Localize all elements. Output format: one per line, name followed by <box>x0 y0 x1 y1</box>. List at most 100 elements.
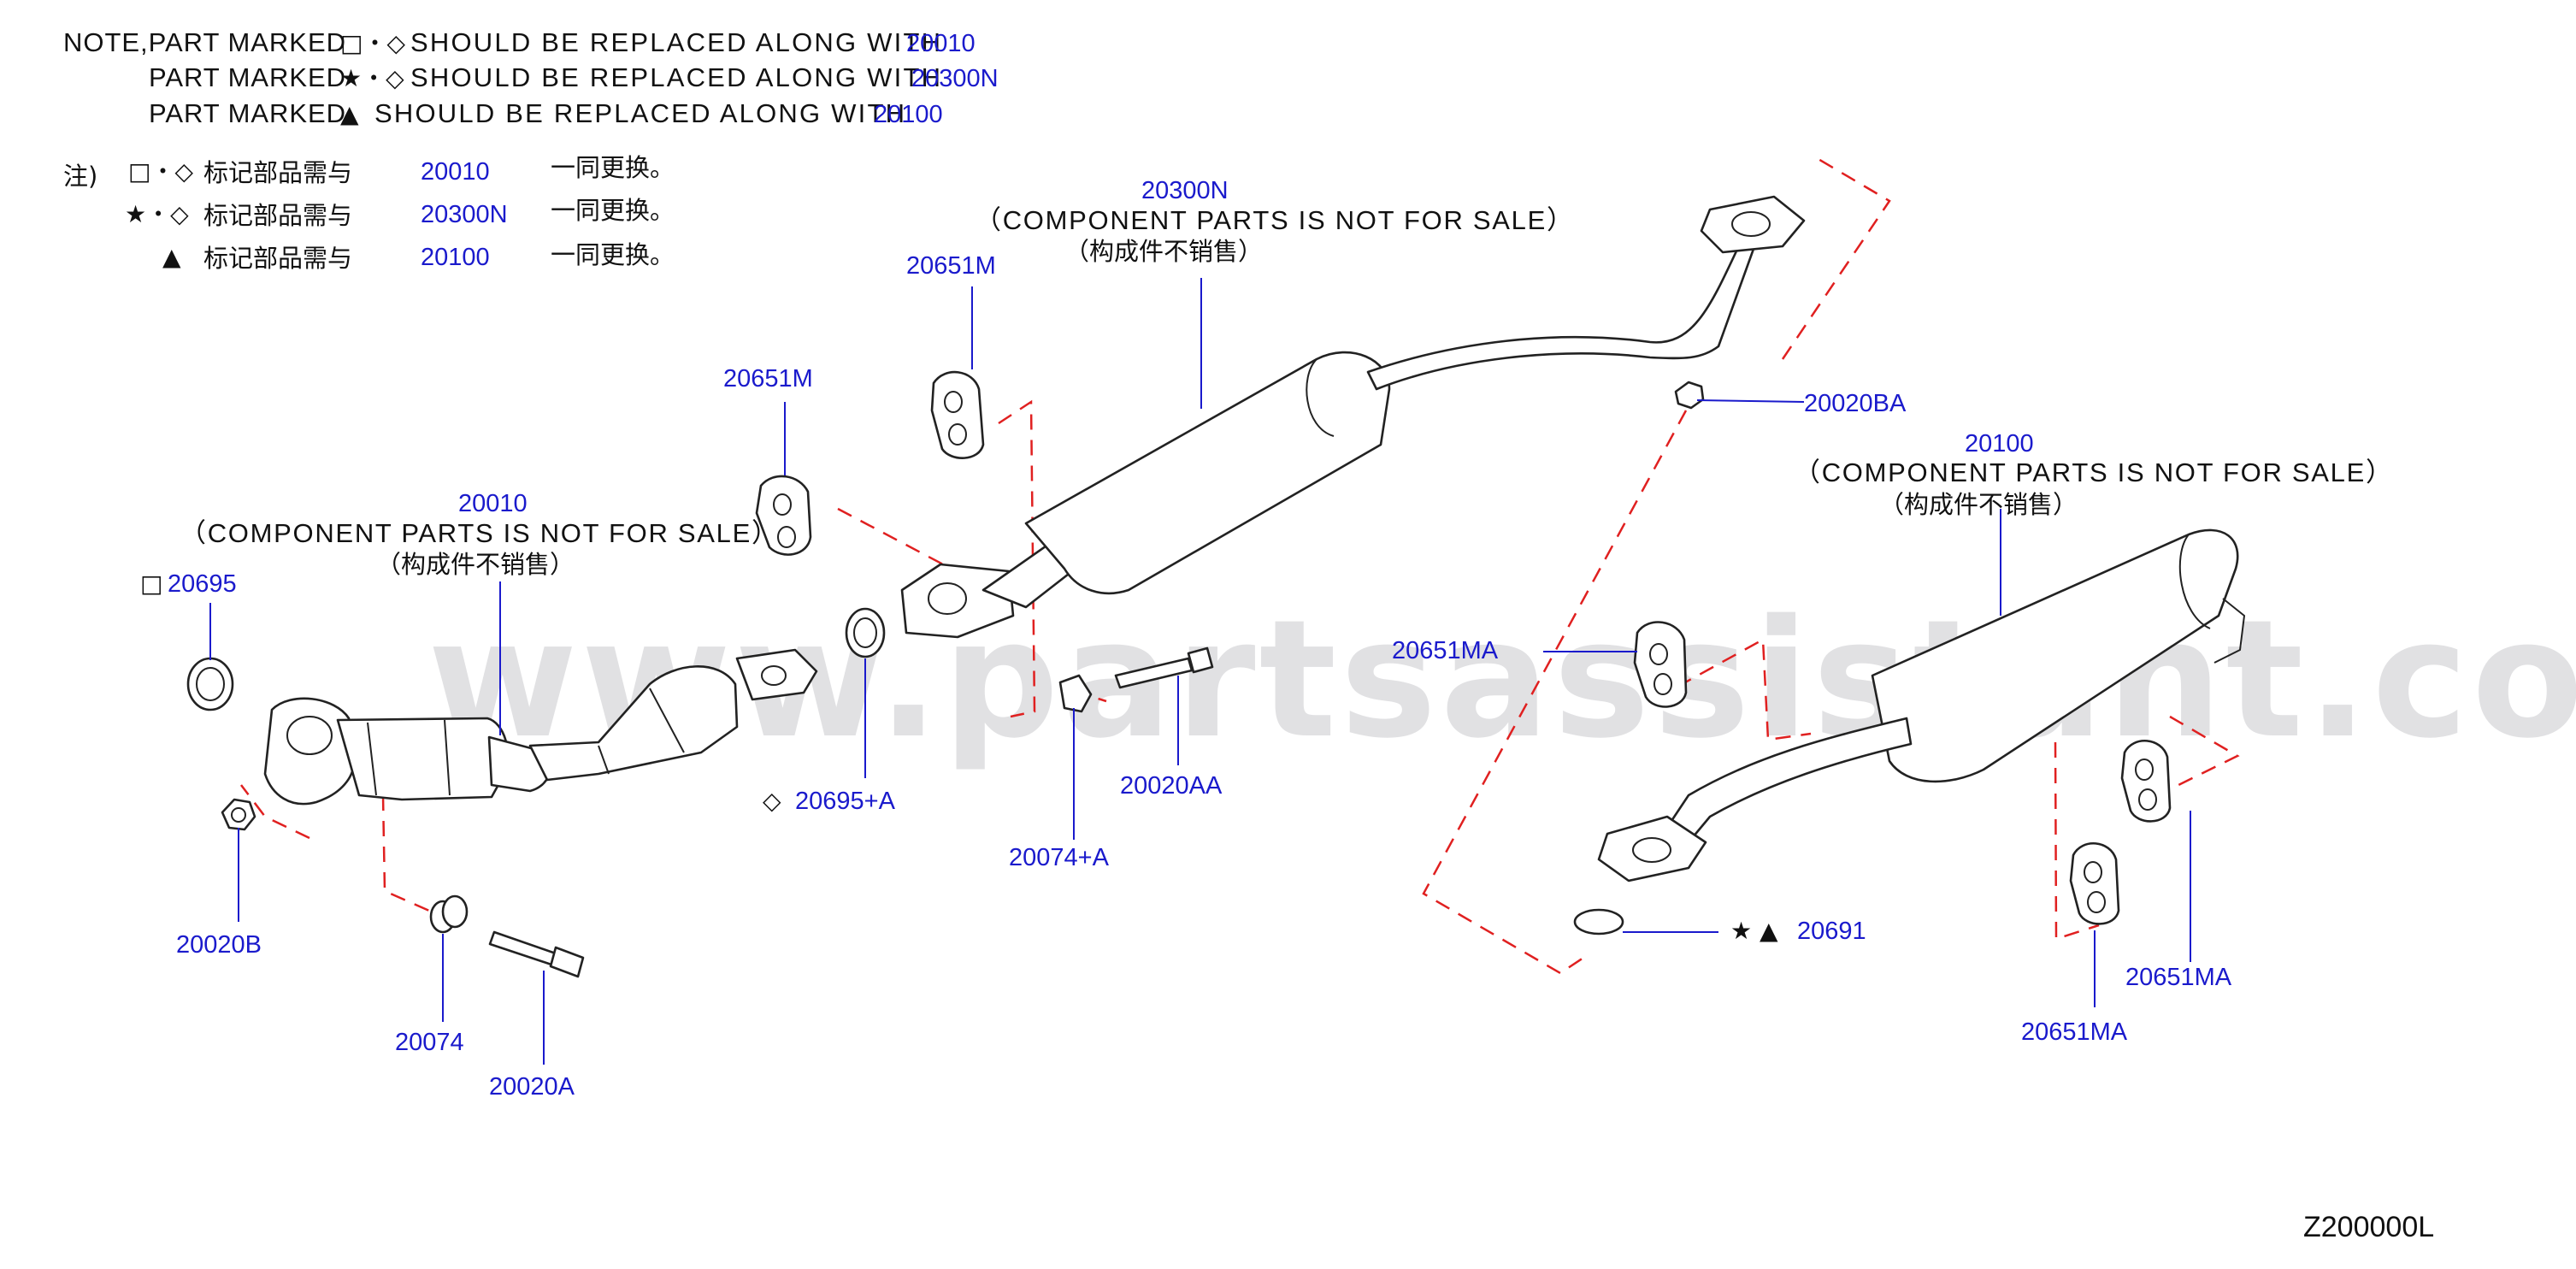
note-cn-line2-symbols: ★・◇ <box>125 200 189 228</box>
group-rear-number: 20100 <box>1965 430 2034 457</box>
group-front-note-cn: （构成件不销售） <box>376 550 575 579</box>
hanger-20651M-top <box>930 370 985 459</box>
rear-muffler <box>1573 528 2246 936</box>
plug-20074 <box>429 894 469 934</box>
callout-20695A-symbol: ◇ <box>763 787 781 815</box>
hanger-20651M-left <box>755 475 812 556</box>
leader-lines <box>209 278 2191 1065</box>
note-en-line1-symbols: □・◇ <box>340 29 405 57</box>
hanger-20651MA-bottom <box>2069 841 2120 925</box>
note-chinese: 注) □・◇ 标记部品需与 20010 一同更换。 ★・◇ 标记部品需与 203… <box>63 153 675 273</box>
nut-20020BA <box>1674 381 1705 410</box>
note-en-line1-prefix: NOTE,PART MARKED <box>63 27 345 57</box>
seal-ring-20695A <box>845 607 886 658</box>
rear-muffler-bracket <box>2213 598 2246 664</box>
note-cn-line3-text: 标记部品需与 <box>203 244 352 273</box>
note-en-line3-symbols: ▲ <box>340 100 359 128</box>
callout-20651M-left: 20651M <box>723 365 813 393</box>
callout-20691: 20691 <box>1797 918 1866 945</box>
sensor-20020A <box>488 930 585 978</box>
guide-line-hanger-left <box>837 507 960 575</box>
note-en-line2-prefix: PART MARKED <box>149 62 345 92</box>
group-front-note: （COMPONENT PARTS IS NOT FOR SALE） <box>180 518 778 548</box>
diagram-code: Z200000L <box>2303 1211 2434 1243</box>
guide-line-hanger-bottom <box>2054 741 2100 941</box>
plug-20074A <box>1058 674 1093 713</box>
bolt-20020AA <box>1114 646 1214 689</box>
note-cn-line3-ref: 20100 <box>421 244 490 271</box>
center-outlet-flange <box>1700 195 1806 254</box>
callout-20651MA-bottom: 20651MA <box>2021 1018 2128 1046</box>
catalyst-rear-section <box>528 665 739 782</box>
note-en-line2-symbols: ★・◇ <box>340 64 404 92</box>
part-callouts: □ 20695 20020B 20074 20020A ◇ 20695+A 20… <box>140 252 2232 1101</box>
front-pipe-flange-hole <box>761 665 787 686</box>
note-en-line1-text: SHOULD BE REPLACED ALONG WITH <box>410 27 940 57</box>
group-rear-header: 20100 （COMPONENT PARTS IS NOT FOR SALE） … <box>1794 430 2392 519</box>
left-small-parts <box>186 475 886 978</box>
note-cn-line3-suffix: 一同更换。 <box>551 240 675 269</box>
note-en-line2-text: SHOULD BE REPLACED ALONG WITH <box>410 62 940 92</box>
callout-20651M-top: 20651M <box>906 252 996 280</box>
center-tail-pipe <box>1366 238 1759 391</box>
group-rear-note-cn: （构成件不销售） <box>1879 490 2078 519</box>
catalyst-rear-seams <box>598 688 685 775</box>
front-flange <box>263 697 355 806</box>
callout-20695: 20695 <box>168 570 237 598</box>
center-muffler <box>900 195 1806 713</box>
group-front-header: 20010 （COMPONENT PARTS IS NOT FOR SALE） … <box>180 490 778 579</box>
rear-muffler-body <box>1871 528 2239 783</box>
catalyst-seams <box>367 719 451 796</box>
group-center-number: 20300N <box>1141 177 1229 204</box>
rear-muffler-end <box>2178 534 2211 629</box>
callout-20020B: 20020B <box>176 931 262 959</box>
guide-line-center-flange <box>1781 154 1891 360</box>
center-outlet-hole <box>1731 211 1771 237</box>
note-english: NOTE,PART MARKED □・◇ SHOULD BE REPLACED … <box>63 27 999 128</box>
center-muffler-body <box>1024 351 1391 595</box>
hanger-20651MA-right <box>2120 739 2172 823</box>
note-cn-line1-suffix: 一同更换。 <box>551 153 675 182</box>
note-cn-line2-text: 标记部品需与 <box>203 201 352 230</box>
note-en-line2-ref: 20300N <box>911 65 999 92</box>
callout-20695-symbol: □ <box>140 570 162 598</box>
callout-20074A: 20074+A <box>1009 844 1110 871</box>
callout-20651MA-right: 20651MA <box>2125 964 2232 991</box>
nut-20020B <box>221 798 256 831</box>
callout-20695A: 20695+A <box>795 788 896 815</box>
center-inlet-flange <box>900 563 1015 639</box>
note-cn-line2-ref: 20300N <box>421 201 508 228</box>
gasket-20695 <box>186 657 234 711</box>
group-front-number: 20010 <box>458 490 528 517</box>
note-en-line3-prefix: PART MARKED <box>149 98 345 128</box>
hanger-20651MA-left <box>1633 621 1688 708</box>
note-cn-line1-symbols: □・◇ <box>128 157 193 186</box>
guide-line-hanger-mid <box>1677 637 1812 741</box>
callout-20020A: 20020A <box>489 1073 575 1101</box>
group-center-header: 20300N （COMPONENT PARTS IS NOT FOR SALE）… <box>975 177 1573 266</box>
note-cn-line1-text: 标记部品需与 <box>203 158 352 187</box>
note-en-line3-text: SHOULD BE REPLACED ALONG WITH <box>374 98 905 128</box>
callout-20020BA: 20020BA <box>1804 390 1907 417</box>
group-rear-note: （COMPONENT PARTS IS NOT FOR SALE） <box>1794 457 2392 487</box>
callout-20020AA: 20020AA <box>1120 772 1223 800</box>
note-cn-line2-suffix: 一同更换。 <box>551 196 675 225</box>
guide-line-rear-flange <box>1422 410 1688 975</box>
note-cn-marker: 注) <box>63 162 97 191</box>
gasket-20691 <box>1573 908 1624 936</box>
callout-20074: 20074 <box>395 1029 464 1056</box>
front-flange-hole <box>286 716 333 755</box>
note-en-line1-ref: 20010 <box>906 30 976 57</box>
group-center-note-cn: （构成件不销售） <box>1064 237 1263 266</box>
front-pipe-flange <box>735 648 818 701</box>
rear-inlet-hole <box>1632 837 1671 863</box>
guide-line-hanger-right <box>2169 715 2240 790</box>
catalyst-body <box>336 717 510 801</box>
note-en-line3-ref: 20100 <box>874 101 943 128</box>
rear-inlet-flange <box>1597 815 1707 882</box>
note-cn-line3-symbols: ▲ <box>162 243 181 271</box>
note-cn-line1-ref: 20010 <box>421 158 490 186</box>
front-pipe-catalyst <box>263 648 818 806</box>
group-center-note: （COMPONENT PARTS IS NOT FOR SALE） <box>975 205 1573 235</box>
